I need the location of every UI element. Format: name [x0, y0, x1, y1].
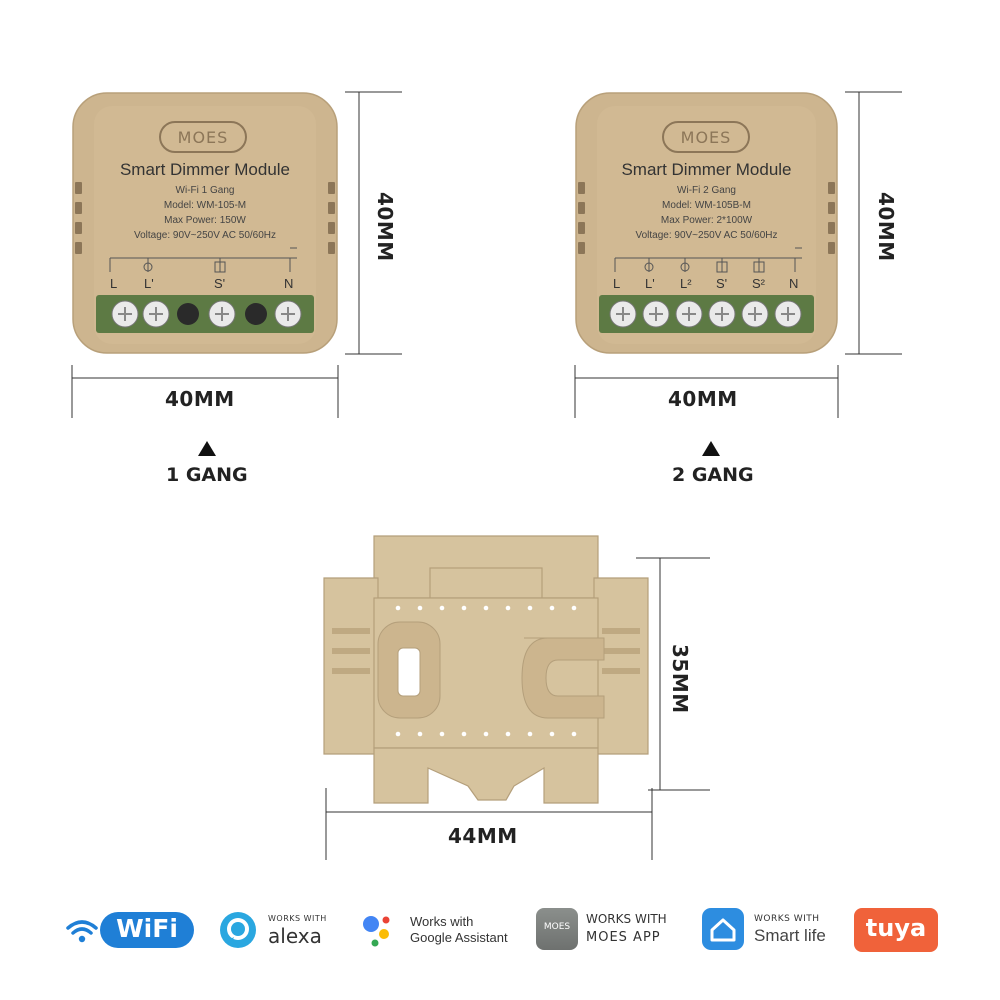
- google-assistant-name: Google Assistant: [410, 930, 508, 945]
- module-2-terminal-n: N: [789, 276, 799, 291]
- module-1-brand-logo: MOES: [177, 128, 229, 147]
- module-1-spec-voltage: Voltage: 90V~250V AC 50/60Hz: [133, 230, 277, 241]
- module-2-height-label: 40MM: [874, 192, 898, 262]
- smart-life-icon: [702, 908, 744, 950]
- module-1-spec-power: Max Power: 150W: [164, 215, 246, 226]
- module-2-title: Smart Dimmer Module: [621, 160, 792, 179]
- module-2-width-label: 40MM: [668, 387, 738, 411]
- tuya-logo: tuya: [865, 914, 927, 942]
- module-2-terminal-s1: S': [716, 276, 728, 291]
- smart-life-works-with: WORKS WITH: [754, 914, 820, 924]
- bracket-height-label: 35MM: [668, 644, 692, 714]
- google-assistant-badge: Works with Google Assistant: [358, 906, 518, 954]
- module-2-terminal-l1: L': [645, 276, 655, 291]
- module-1-title: Smart Dimmer Module: [119, 160, 291, 179]
- module-1-height-label: 40MM: [373, 192, 397, 262]
- moes-app-name: MOES APP: [586, 930, 661, 945]
- moes-works-with: WORKS WITH: [586, 912, 667, 926]
- module-2-spec-power: Max Power: 2*100W: [660, 215, 753, 226]
- module-2-terminal-l2: L²: [680, 276, 692, 291]
- alexa-works-with: WORKS WITH: [268, 914, 327, 923]
- module-1-gang-label: 1 GANG: [166, 464, 248, 486]
- google-works-with: Works with: [410, 914, 474, 929]
- module-2-spec-voltage: Voltage: 90V~250V AC 50/60Hz: [635, 230, 778, 241]
- home-icon: [710, 918, 736, 942]
- module-1-body: [72, 92, 338, 354]
- module-1-spec-gang: Wi-Fi 1 Gang: [175, 185, 235, 196]
- module-1-terminal-n: N: [284, 276, 294, 291]
- module-1-terminal-s1: S': [214, 276, 226, 291]
- module-2-brand-logo: MOES: [680, 128, 732, 147]
- smart-life-name: Smart life: [754, 926, 826, 945]
- module-1-spec-model: Model: WM-105-M: [163, 200, 247, 211]
- wifi-badge: WiFi: [64, 908, 196, 952]
- alexa-badge: WORKS WITH alexa: [218, 906, 338, 954]
- alexa-name: alexa: [268, 924, 322, 948]
- module-2-terminal-s2: S²: [752, 276, 765, 291]
- mounting-bracket: [323, 535, 649, 804]
- module-2-spec-model: Model: WM-105B-M: [662, 200, 751, 211]
- moes-app-icon: [536, 908, 578, 950]
- module-1-gang: MOES Smart Dimmer Module Wi-Fi 1 Gang Mo…: [72, 92, 338, 354]
- module-2-spec-gang: Wi-Fi 2 Gang: [677, 185, 736, 196]
- tuya-badge: tuya: [854, 908, 938, 952]
- wifi-pill: [100, 912, 194, 948]
- module-1-width-label: 40MM: [165, 387, 235, 411]
- module-1-terminal-l1: L': [144, 276, 154, 291]
- moes-app-logo-text: MOES: [543, 922, 571, 932]
- wifi-icon: [66, 920, 98, 943]
- bracket-width-label: 44MM: [448, 824, 518, 848]
- module-2-body: [575, 92, 838, 354]
- module-2-terminal-l: L: [613, 276, 621, 291]
- alexa-icon: [220, 912, 256, 948]
- module-2-gang-label: 2 GANG: [672, 464, 754, 486]
- moes-app-badge: MOES WORKS WITH MOES APP: [536, 906, 686, 954]
- module-2-arrow-icon: [702, 441, 720, 456]
- smart-life-badge: WORKS WITH Smart life: [702, 906, 842, 954]
- module-1-arrow-icon: [198, 441, 216, 456]
- wifi-label: WiFi: [116, 914, 178, 943]
- module-2-gang: MOES Smart Dimmer Module Wi-Fi 2 Gang Mo…: [575, 92, 838, 354]
- module-1-terminal-l: L: [110, 276, 118, 291]
- google-assistant-icon: [363, 916, 390, 947]
